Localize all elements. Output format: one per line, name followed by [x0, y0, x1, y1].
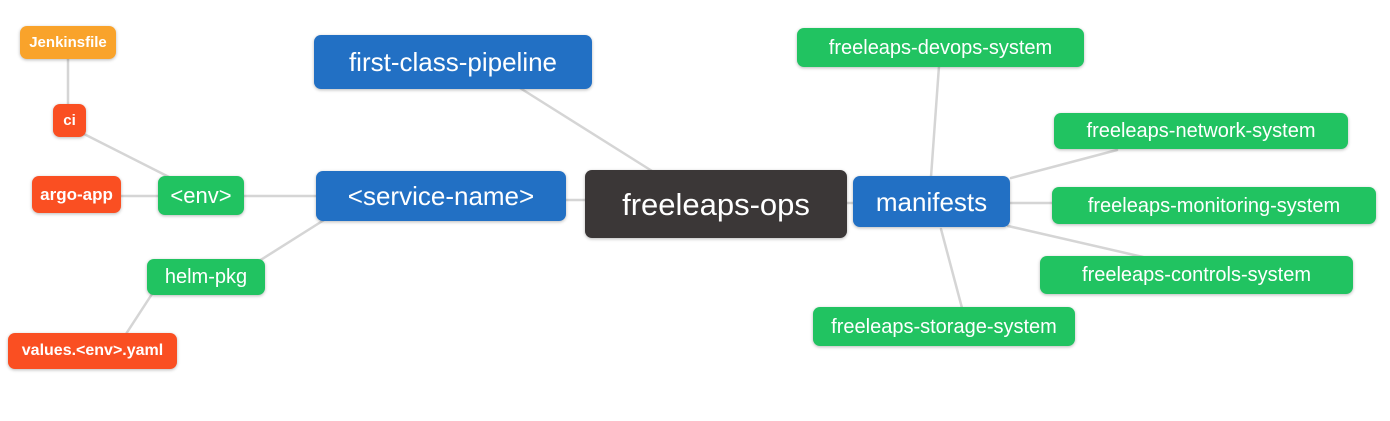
edge-manifests-storage-system — [939, 227, 964, 310]
node-freeleaps-monitoring-system[interactable]: freeleaps-monitoring-system — [1052, 187, 1376, 224]
node-first-class-pipeline[interactable]: first-class-pipeline — [314, 35, 592, 89]
edge-helm-pkg-values-yaml — [124, 292, 154, 336]
node-env[interactable]: <env> — [158, 176, 244, 215]
node-manifests[interactable]: manifests — [853, 176, 1010, 227]
node-values-env-yaml[interactable]: values.<env>.yaml — [8, 333, 177, 369]
node-argo-app[interactable]: argo-app — [32, 176, 121, 213]
edge-manifests-network-system — [1009, 148, 1119, 180]
node-freeleaps-network-system[interactable]: freeleaps-network-system — [1054, 113, 1348, 149]
node-freeleaps-controls-system[interactable]: freeleaps-controls-system — [1040, 256, 1353, 294]
edge-manifests-controls-system — [1006, 224, 1145, 259]
edge-ci-env — [82, 132, 171, 179]
node-freeleaps-storage-system[interactable]: freeleaps-storage-system — [813, 307, 1075, 346]
node-freeleaps-ops[interactable]: freeleaps-ops — [585, 170, 847, 238]
node-ci[interactable]: ci — [53, 104, 86, 137]
node-freeleaps-devops-system[interactable]: freeleaps-devops-system — [797, 28, 1084, 67]
edge-service-name-helm-pkg — [257, 218, 326, 263]
node-jenkinsfile[interactable]: Jenkinsfile — [20, 26, 116, 59]
node-service-name[interactable]: <service-name> — [316, 171, 566, 221]
edge-manifests-devops-system — [929, 64, 941, 179]
node-helm-pkg[interactable]: helm-pkg — [147, 259, 265, 295]
edge-pipeline-freeleaps-ops — [518, 86, 654, 173]
